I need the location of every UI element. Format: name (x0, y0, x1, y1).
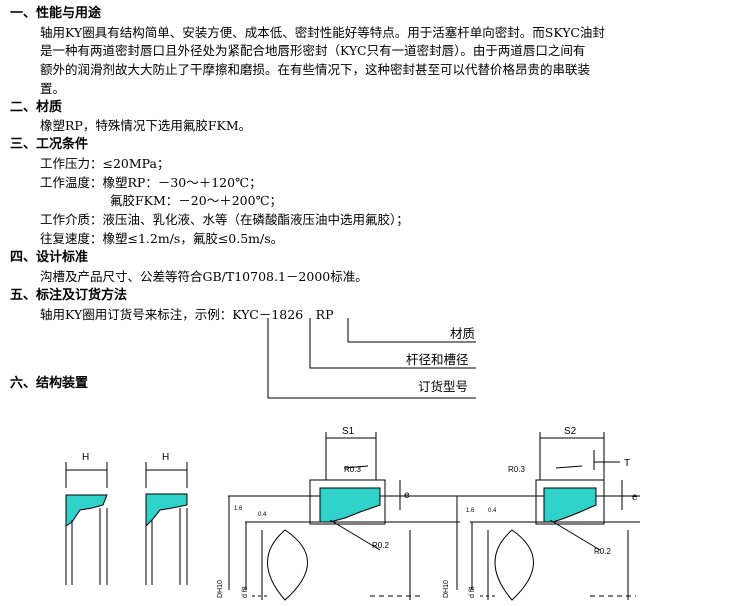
section-heading-structure: 六、结构装置 (10, 376, 89, 391)
roughness-04-left: 0.4 (258, 512, 267, 518)
radius-r03-left: R0.3 (344, 465, 361, 474)
conditions-temp-fkm: 氟胶FKM：－20～＋200℃； (110, 193, 283, 208)
dim-h-2: H (162, 452, 169, 463)
section-heading-ordering: 五、标注及订货方法 (10, 288, 128, 303)
section-heading-performance: 一、性能与用途 (10, 6, 102, 21)
dim-h-1: H (82, 452, 89, 463)
radius-r02-left: R0.2 (372, 541, 389, 550)
roughness-16-right: 1.6 (466, 508, 475, 514)
section-heading-material: 二、材质 (10, 100, 63, 115)
dim-dh10-right: DH10 (443, 580, 450, 598)
order-label-type: 订货型号 (418, 379, 469, 394)
dim-s1: S1 (342, 426, 355, 437)
dim-e-left: e (404, 490, 410, 501)
ky-seal-profile (65, 462, 108, 585)
conditions-medium: 工作介质：液压油、乳化液、水等（在磷酸酯液压油中选用氟胶）； (40, 212, 409, 227)
performance-line-2: 是一种有两道密封唇口且外径处为紧配合地唇形密封（KYC只有一道密封唇）。由于两道… (40, 43, 586, 58)
kyc-seal-profile (145, 462, 188, 585)
dim-e-right: e (632, 492, 638, 503)
material-line: 橡塑RP，特殊情况下选用氟胶FKM。 (40, 118, 252, 133)
dim-s2: S2 (564, 426, 577, 437)
section-heading-conditions: 三、工况条件 (10, 137, 89, 152)
ordering-example: 轴用KY圈用订货号来标注，示例：KYC－1826 RP (40, 307, 334, 322)
dim-df8-right: d f8 (469, 586, 476, 598)
performance-line-1: 轴用KY圈具有结构简单、安装方便、成本低、密封性能好等特点。用于活塞杆单向密封。… (40, 25, 605, 40)
section-heading-standard: 四、设计标准 (10, 250, 89, 265)
dim-t: T (624, 458, 630, 469)
dim-df8-left: d f8 (242, 586, 249, 598)
assembly-right (456, 432, 640, 601)
performance-line-3: 额外的润滑剂故大大防止了干摩擦和磨损。在有些情况下，这种密封甚至可以代替价格昂贵… (40, 62, 591, 77)
standard-line: 沟槽及产品尺寸、公差等符合GB/T10708.1－2000标准。 (40, 269, 368, 284)
order-code-leaders (267, 318, 476, 399)
conditions-temp-rp: 工作温度：橡塑RP：－30～＋120℃； (40, 175, 262, 190)
roughness-04-right: 0.4 (488, 508, 497, 514)
radius-r02-right: R0.2 (594, 547, 611, 556)
conditions-pressure: 工作压力：≤20MPa； (40, 156, 170, 171)
order-label-material: 材质 (450, 326, 476, 341)
order-label-diameter: 杆径和槽径 (406, 352, 469, 367)
performance-line-4: 置。 (40, 81, 66, 96)
roughness-16-left: 1.6 (234, 506, 243, 512)
conditions-speed: 往复速度：橡塑≤1.2m/s，氟胶≤0.5m/s。 (40, 231, 284, 246)
assembly-left (228, 432, 460, 601)
radius-r03-right: R0.3 (508, 465, 525, 474)
dim-dh10-left: DH10 (217, 580, 224, 598)
